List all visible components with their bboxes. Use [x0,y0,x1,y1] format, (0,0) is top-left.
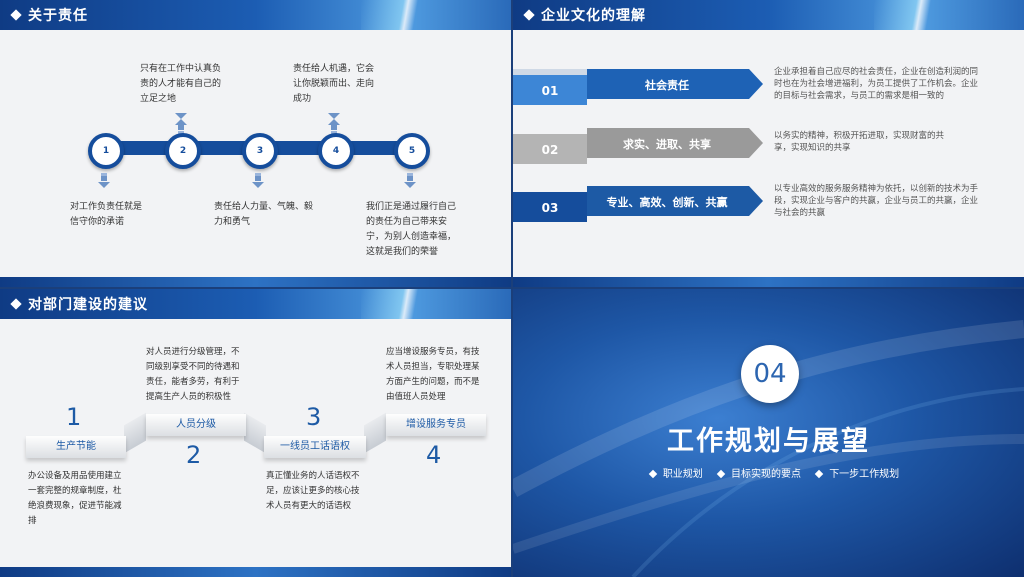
slide-corporate-culture: 企业文化的理解 01 社会责任 企业承担着自己应尽的社会责任，企业在创造利润的同… [513,0,1024,287]
culture-row-3-banner [513,186,763,222]
slide-title-text: 企业文化的理解 [541,8,646,24]
diamond-icon [10,9,22,21]
bottom-text-2: 责任给人力量、气魄、毅力和勇气 [214,202,314,227]
culture-row-1-banner [513,69,763,105]
slide-header: 对部门建设的建议 [0,289,511,319]
row-number: 01 [541,84,559,98]
row-text: 以务实的精神，积极开拓进取，实现财富的共享，实现知识的共享 [774,131,945,153]
section-title: 工作规划与展望 [667,426,870,457]
timeline-node-2: 2 [165,133,201,169]
diamond-icon [648,469,658,479]
diamond-icon [814,469,824,479]
row-number: 03 [541,201,559,215]
slide-title-text: 对部门建设的建议 [28,297,148,313]
row-text: 以专业高效的服务服务精神为依托，以创新的技术为手段，实现企业与客户的共赢，企业与… [774,184,979,218]
slide-title: 关于责任 [10,5,88,25]
ribbon-fold [244,412,266,454]
row-text: 企业承担着自己应尽的社会责任，企业在创造利润的同时也在为社会增进福利，为员工提供… [774,67,979,101]
bottom-text-3: 我们正是通过履行自己的责任为自己带来安宁，为别人创造幸福，这就是我们的荣誉 [366,202,457,257]
slide-header: 企业文化的理解 [513,0,1024,30]
up-arrow-icon [175,113,187,134]
top-text-2: 责任给人机遇，它会让你脱颖而出、走向成功 [293,64,375,104]
down-arrow-icon [404,172,416,188]
section-subitems: 职业规划 目标实现的要点 下一步工作规划 [513,465,1024,480]
slide-department-suggestions: 对部门建设的建议 对人员进行分级管理，不同级别享受不同的待遇和责任，能者多劳，有… [0,289,511,577]
ribbon-fold [364,412,386,454]
step-label-4: 增设服务专员 [386,414,486,436]
diamond-icon [523,9,535,21]
subitem-3: 下一步工作规划 [829,469,900,480]
step-number-4: 4 [426,441,442,469]
step-label-3: 一线员工话语权 [264,436,366,458]
slide-section-04: 04 工作规划与展望 职业规划 目标实现的要点 下一步工作规划 [513,289,1024,577]
subitem-1: 职业规划 [662,469,703,480]
up-arrow-icon [328,113,340,134]
slide-title: 企业文化的理解 [523,5,646,25]
slide-responsibility: 关于责任 只有在工作中认真负责的人才能有自己的立足之地 责任给人机遇，它会让你脱… [0,0,511,287]
step-number-1: 1 [66,403,82,431]
step-text-4: 应当增设服务专员，有技术人员担当，专职处理某方面产生的问题，而不是由值班人员处理 [386,347,480,402]
timeline-node-4: 4 [318,133,354,169]
row-label: 求实、进取、共享 [623,138,711,151]
bottom-text-1: 对工作负责任就是信守你的承诺 [70,202,143,227]
step-text-3: 真正懂业务的人话语权不足，应该让更多的核心技术人员有更大的话语权 [266,471,360,511]
row-label: 社会责任 [645,79,689,92]
slide-footer [513,277,1024,287]
step-text-2: 对人员进行分级管理，不同级别享受不同的待遇和责任，能者多劳，有利于提高生产人员的… [146,347,240,402]
culture-row-2-banner [513,128,763,164]
subitem-2: 目标实现的要点 [731,469,801,480]
row-number: 02 [541,143,559,157]
step-number-3: 3 [306,403,322,431]
diamond-icon [10,298,22,310]
ribbon-fold [124,412,146,454]
slide-title: 对部门建设的建议 [10,294,148,314]
timeline-node-1: 1 [88,133,124,169]
down-arrow-icon [98,172,110,188]
step-text-1: 办公设备及用品使用建立一套完整的规章制度，杜绝浪费现象，促进节能减排 [28,471,122,526]
slide-footer [0,567,511,577]
down-arrow-icon [252,172,264,188]
slide-title-text: 关于责任 [28,8,88,24]
section-number-circle: 04 [741,345,799,403]
step-label-2: 人员分级 [146,414,246,436]
timeline-node-5: 5 [394,133,430,169]
top-text-1: 只有在工作中认真负责的人才能有自己的立足之地 [140,64,222,104]
slide-header: 关于责任 [0,0,511,30]
diamond-icon [716,469,726,479]
step-number-2: 2 [186,441,202,469]
row-label: 专业、高效、创新、共赢 [606,196,728,209]
timeline-node-3: 3 [242,133,278,169]
step-label-1: 生产节能 [26,436,126,458]
slide-footer [0,277,511,287]
